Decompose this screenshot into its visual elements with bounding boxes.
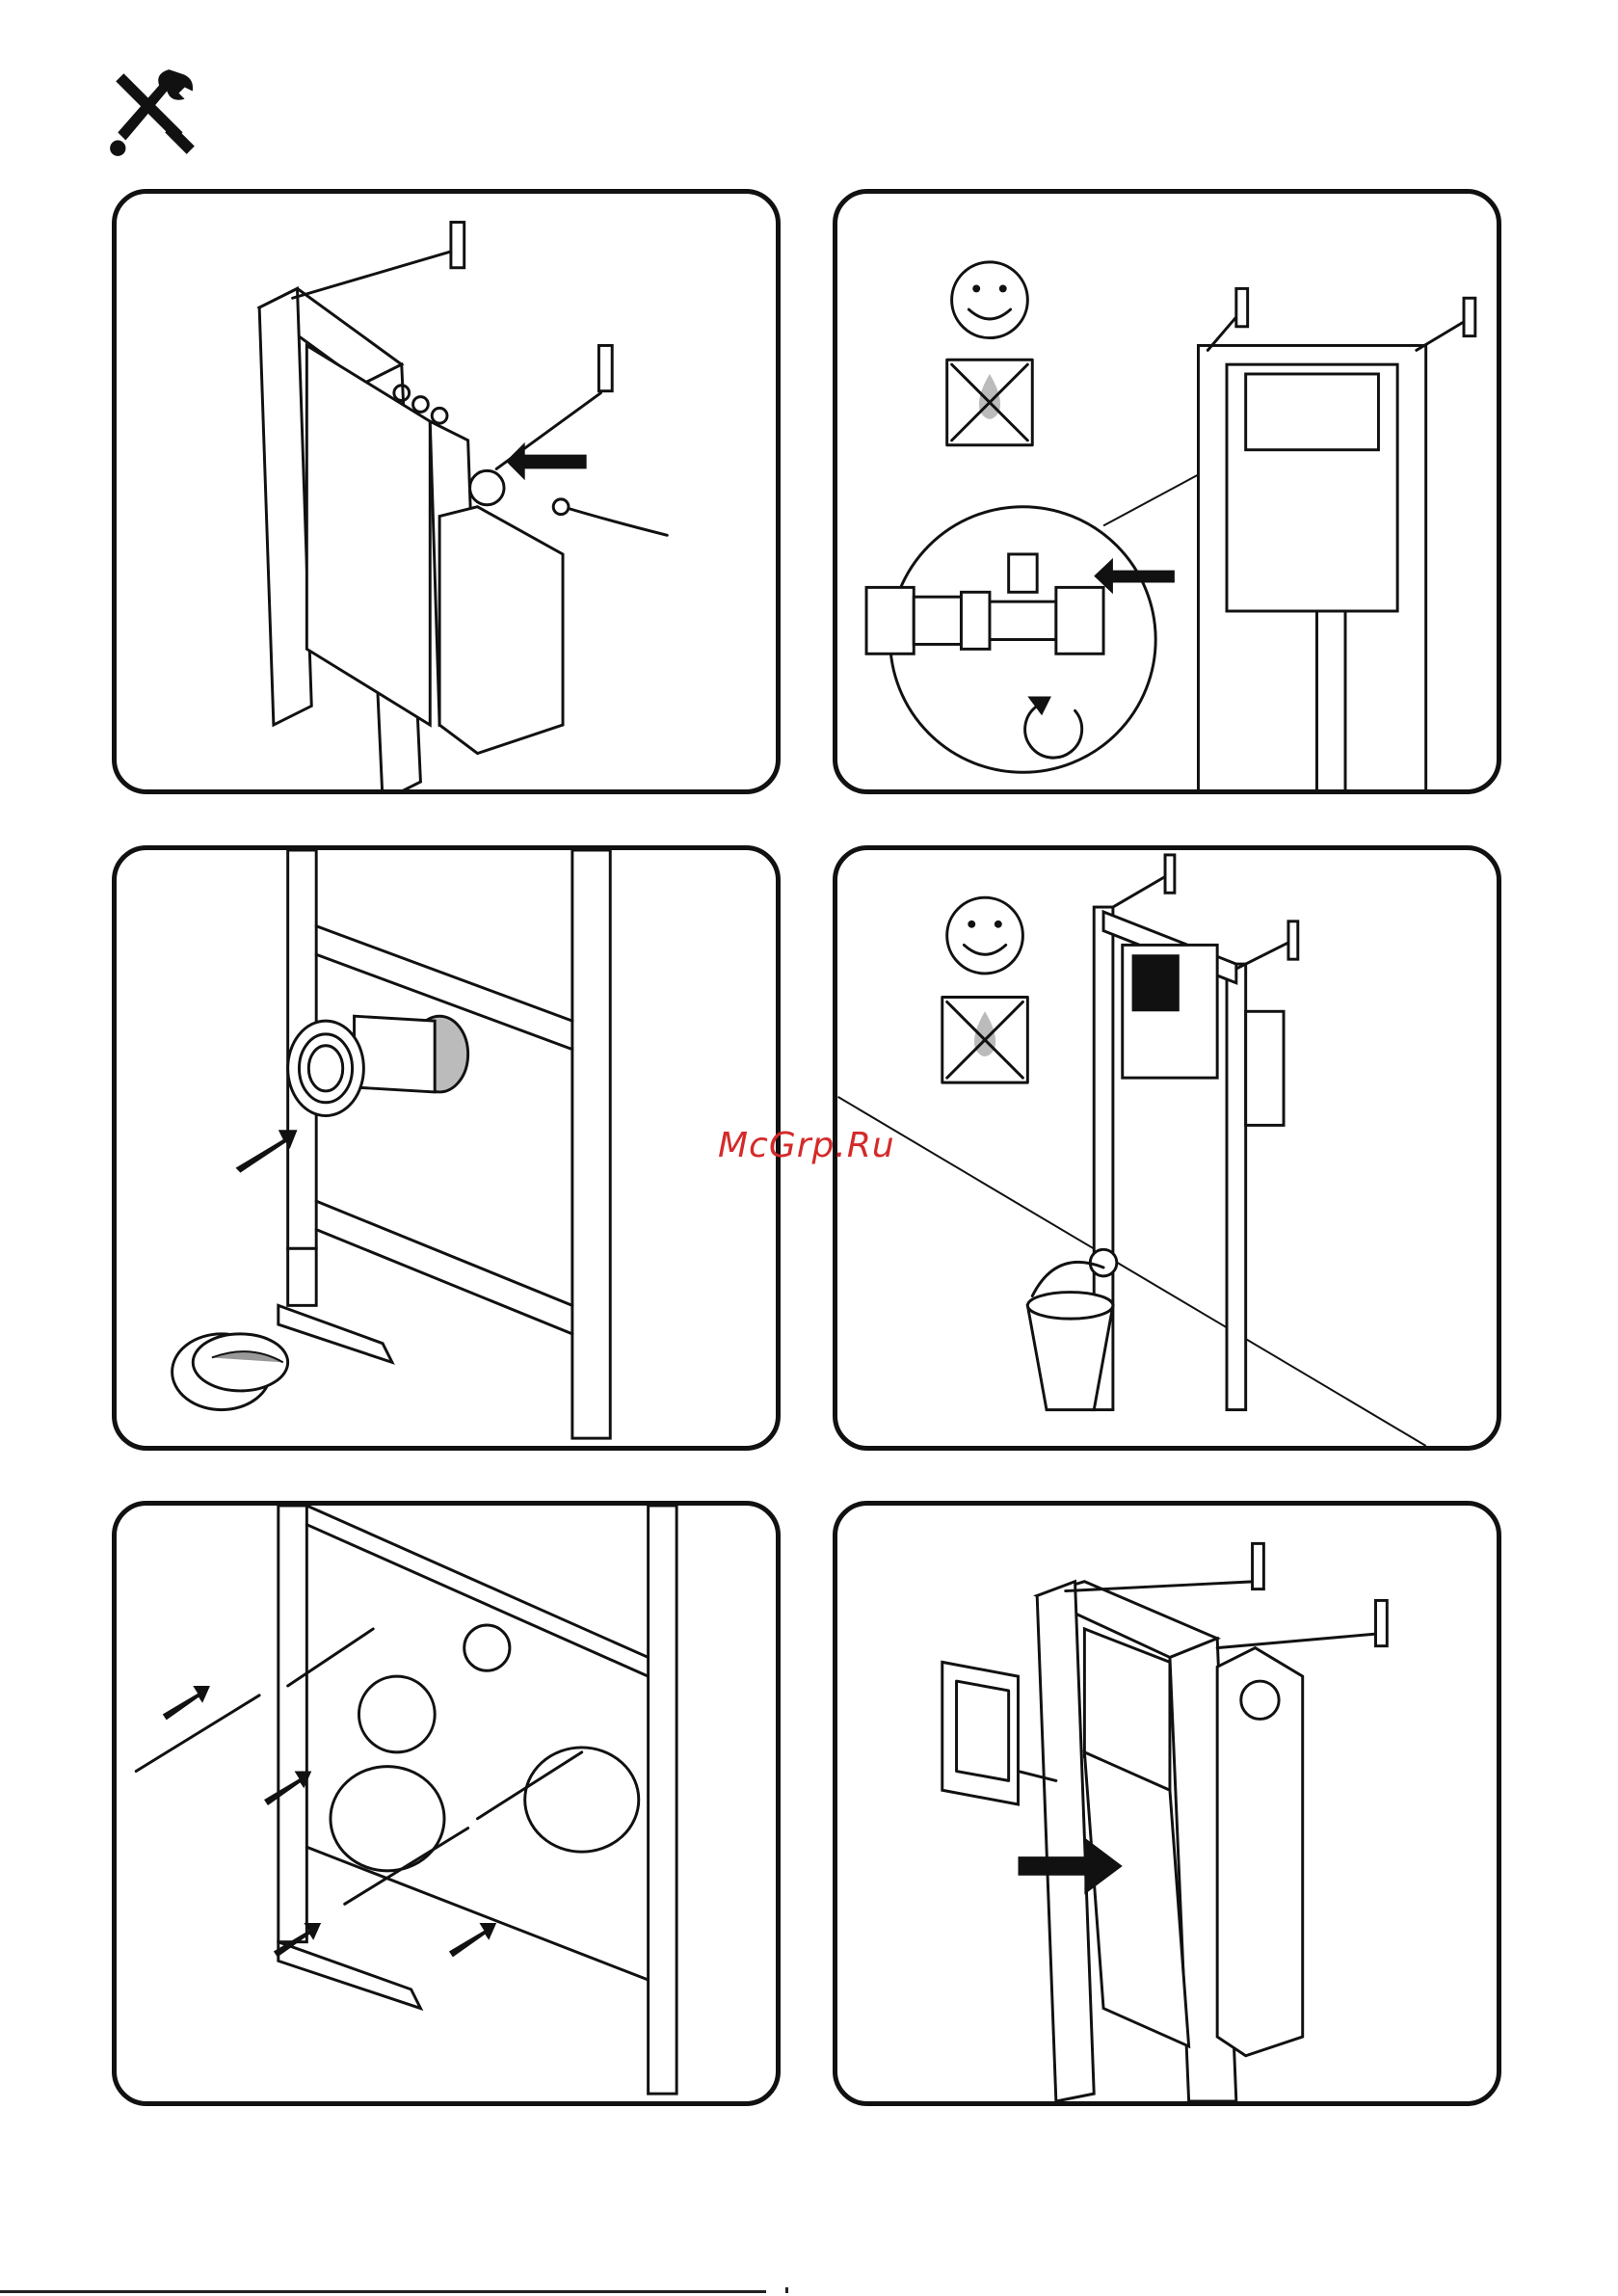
valve-illustration xyxy=(837,194,1497,789)
pipe-cap-icon xyxy=(331,1676,639,1871)
step-panel-3 xyxy=(112,845,781,1451)
step-panel-4 xyxy=(833,845,1501,1451)
frame-icon xyxy=(1037,1543,1387,2101)
smiley-icon xyxy=(952,262,1028,338)
frame-icon xyxy=(1198,288,1474,789)
tools-icon xyxy=(104,64,202,162)
frame-icon xyxy=(279,850,610,1438)
rods-illustration xyxy=(117,1506,776,2101)
step-panel-6 xyxy=(833,1501,1501,2106)
arrow-icon xyxy=(506,442,587,480)
frame-illustration xyxy=(117,194,776,789)
flush-illustration xyxy=(837,850,1497,1446)
smiley-icon xyxy=(947,897,1023,974)
plate-illustration xyxy=(837,1506,1497,2101)
pipe-fitting-icon xyxy=(288,1016,468,1115)
rotate-icon xyxy=(1025,697,1082,759)
fitting-illustration xyxy=(117,850,776,1446)
footer-tick xyxy=(785,2287,788,2293)
step-panel-5 xyxy=(112,1501,781,2106)
sealant-jar-icon xyxy=(172,1334,288,1410)
footer-divider xyxy=(0,2290,766,2293)
step-panel-1 xyxy=(112,189,781,794)
frame-icon xyxy=(1090,855,1298,1410)
no-drip-icon xyxy=(942,998,1028,1083)
no-drip-icon xyxy=(947,360,1033,445)
step-panel-2 xyxy=(833,189,1501,794)
watermark-text: McGrp.Ru xyxy=(718,1126,895,1165)
arrow-icon xyxy=(1094,558,1175,594)
hose-icon xyxy=(553,499,667,535)
valve-detail-icon xyxy=(866,460,1227,773)
